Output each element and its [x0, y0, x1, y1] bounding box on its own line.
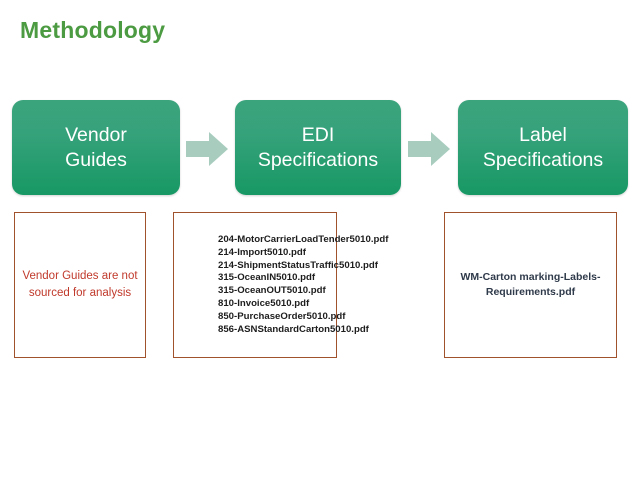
list-item: 204-MotorCarrierLoadTender5010.pdf	[218, 234, 389, 245]
process-step-label: Vendor Guides	[65, 123, 127, 173]
label-specifications-note: WM-Carton marking-Labels-Requirements.pd…	[460, 270, 601, 298]
process-step-label-line2: Specifications	[482, 148, 604, 171]
list-item: 214-Import5010.pdf	[218, 246, 306, 258]
list-item: 850-PurchaseOrder5010.pdf	[218, 310, 346, 322]
vendor-guides-note: Vendor Guides are not sourced for analys…	[22, 270, 138, 299]
process-step-vendor-guides[interactable]: Vendor Guides	[12, 100, 180, 195]
process-step-label-specifications[interactable]: Label Specifications	[458, 100, 628, 195]
right-arrow-icon	[408, 130, 450, 168]
process-step-label: EDI Specifications	[258, 123, 378, 173]
list-item: 315-OceanOUT5010.pdf	[218, 285, 326, 297]
list-item: 810-Invoice5010.pdf	[218, 297, 310, 309]
process-step-label: Label Specifications	[483, 123, 603, 173]
detail-box-label-specifications: WM-Carton marking-Labels-Requirements.pd…	[444, 212, 617, 358]
process-step-label-line2: Guides	[65, 148, 127, 171]
process-step-edi-specifications[interactable]: EDI Specifications	[235, 100, 401, 195]
process-step-label-line1: Label	[519, 123, 567, 146]
list-item: 315-OceanIN5010.pdf	[218, 272, 316, 284]
page-title: Methodology	[20, 17, 166, 43]
process-step-label-line2: Specifications	[257, 148, 379, 171]
list-item: 856-ASNStandardCarton5010.pdf	[218, 323, 369, 335]
detail-box-edi-specifications	[173, 212, 337, 358]
process-step-label-line1: Vendor	[65, 123, 127, 146]
process-step-label-line1: EDI	[301, 123, 335, 146]
detail-box-vendor-guides: Vendor Guides are not sourced for analys…	[14, 212, 146, 358]
list-item: 214-ShipmentStatusTraffic5010.pdf	[218, 259, 378, 271]
right-arrow-icon	[186, 130, 228, 168]
